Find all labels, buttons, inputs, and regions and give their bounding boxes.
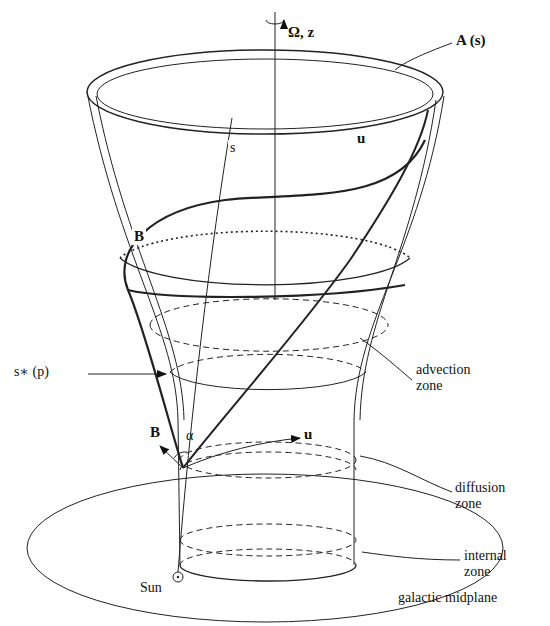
velocity-label: u (355, 130, 367, 147)
zone-label: diffusion zone (455, 480, 525, 512)
angle-label: α (186, 428, 193, 444)
zone-label: internal zone (464, 548, 534, 580)
sun-label: Sun (140, 580, 162, 596)
velocity-vector-label: u (304, 426, 312, 443)
area-label: A (s) (456, 32, 486, 49)
field-label: B (132, 228, 146, 245)
plane-label: galactic midplane (398, 590, 538, 606)
boundary-label: s∗ (p) (14, 364, 49, 380)
axis-label: Ω, z (288, 24, 314, 41)
coordinate-label: s (228, 140, 237, 156)
field-vector-label: B (150, 424, 160, 441)
zone-label: advection zone (416, 362, 486, 394)
